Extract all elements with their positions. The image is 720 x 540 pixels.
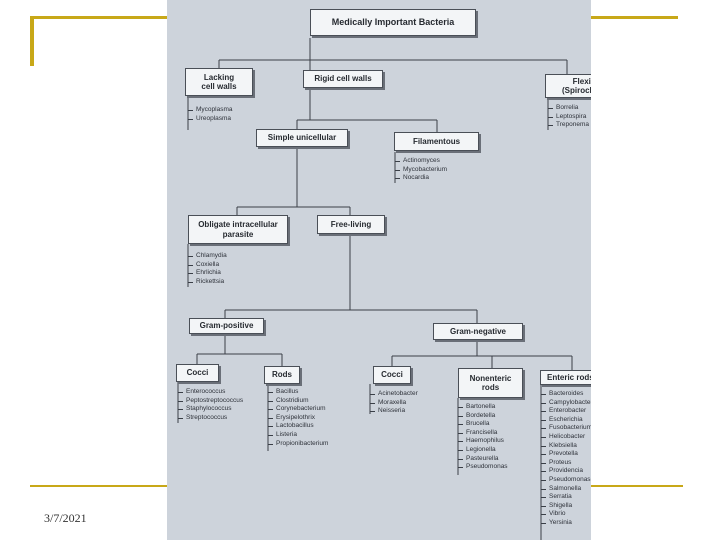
list-item: Erysipelothrix xyxy=(268,414,328,423)
list-item: Rickettsia xyxy=(188,278,227,287)
list-item: Ureoplasma xyxy=(188,115,232,124)
list-item: Bacillus xyxy=(268,388,328,397)
node-cocci-gram-positive: Cocci xyxy=(176,364,219,382)
list-item: Yersinia xyxy=(541,519,591,528)
list-item: Serratia xyxy=(541,493,591,502)
list-item: Mycobacterium xyxy=(395,166,447,175)
bottom-accent-line xyxy=(30,485,167,487)
list-item: Escherichia xyxy=(541,416,591,425)
list-item: Enterobacter xyxy=(541,407,591,416)
list-item: Staphylococcus xyxy=(178,405,243,414)
list-item: Legionella xyxy=(458,446,508,455)
node-enteric-rods: Enteric rods xyxy=(540,370,591,385)
node-gram-positive: Gram-positive xyxy=(189,318,264,334)
list-item: Mycoplasma xyxy=(188,106,232,115)
list-item: Francisella xyxy=(458,429,508,438)
slide-date: 3/7/2021 xyxy=(44,511,87,525)
bottom-right-accent-line xyxy=(591,485,683,487)
list-item: Treponema xyxy=(548,121,589,130)
node-cocci-gram-negative: Cocci xyxy=(373,366,411,384)
list-item: Pasteurella xyxy=(458,455,508,464)
node-medically-important-bacteria: Medically Important Bacteria xyxy=(310,9,476,36)
list-item: Prevotella xyxy=(541,450,591,459)
list-item: Haemophilus xyxy=(458,437,508,446)
list-item: Streptococcus xyxy=(178,414,243,423)
node-nonenteric-rods: Nonenteric rods xyxy=(458,368,523,398)
list-item: Helicobacter xyxy=(541,433,591,442)
list-item: Salmonella xyxy=(541,485,591,494)
top-accent-line xyxy=(30,16,167,19)
node-lacking-cell-walls: Lacking cell walls xyxy=(185,68,253,96)
list-item: Actinomyces xyxy=(395,157,447,166)
node-simple-unicellular: Simple unicellular xyxy=(256,129,348,147)
list-item: Nocardia xyxy=(395,174,447,183)
node-obligate-intracellular-parasite: Obligate intracellular parasite xyxy=(188,215,288,244)
list-item: Lactobacillus xyxy=(268,422,328,431)
list-item: Clostridium xyxy=(268,397,328,406)
bacteria-classification-diagram: Medically Important Bacteria Lacking cel… xyxy=(167,0,591,540)
list-item: Enterococcus xyxy=(178,388,243,397)
list-item: Providencia xyxy=(541,467,591,476)
list-item: Listeria xyxy=(268,431,328,440)
list-item: Acinetobacter xyxy=(370,390,418,399)
diagram-connectors xyxy=(177,38,573,540)
node-rods-gram-positive: Rods xyxy=(264,366,300,384)
node-flexible-spirochetes: Flexible (Spirochetes) xyxy=(545,74,591,98)
node-free-living: Free-living xyxy=(317,215,385,234)
list-item: Campylobacter xyxy=(541,399,591,408)
left-accent-bar xyxy=(30,16,34,66)
node-rigid-cell-walls: Rigid cell walls xyxy=(303,70,383,88)
list-item: Leptospira xyxy=(548,113,589,122)
list-item: Neisseria xyxy=(370,407,418,416)
list-item: Coxiella xyxy=(188,261,227,270)
list-item: Moraxella xyxy=(370,399,418,408)
list-item: Peptostreptococcus xyxy=(178,397,243,406)
list-item: Shigella xyxy=(541,502,591,511)
list-item: Brucella xyxy=(458,420,508,429)
list-item: Bartonella xyxy=(458,403,508,412)
list-item: Ehrlichia xyxy=(188,269,227,278)
node-gram-negative: Gram-negative xyxy=(433,323,523,340)
top-right-accent-line xyxy=(591,16,678,19)
list-item: Klebsiella xyxy=(541,442,591,451)
list-item: Chlamydia xyxy=(188,252,227,261)
list-item: Corynebacterium xyxy=(268,405,328,414)
list-item: Borrelia xyxy=(548,104,589,113)
list-item: Bordetella xyxy=(458,412,508,421)
list-item: Pseudomonas xyxy=(541,476,591,485)
list-item: Proteus xyxy=(541,459,591,468)
list-item: Fusobacterium xyxy=(541,424,591,433)
node-filamentous: Filamentous xyxy=(394,132,479,151)
list-item: Propionibacterium xyxy=(268,440,328,449)
list-item: Bacteroides xyxy=(541,390,591,399)
list-item: Vibrio xyxy=(541,510,591,519)
list-item: Pseudomonas xyxy=(458,463,508,472)
